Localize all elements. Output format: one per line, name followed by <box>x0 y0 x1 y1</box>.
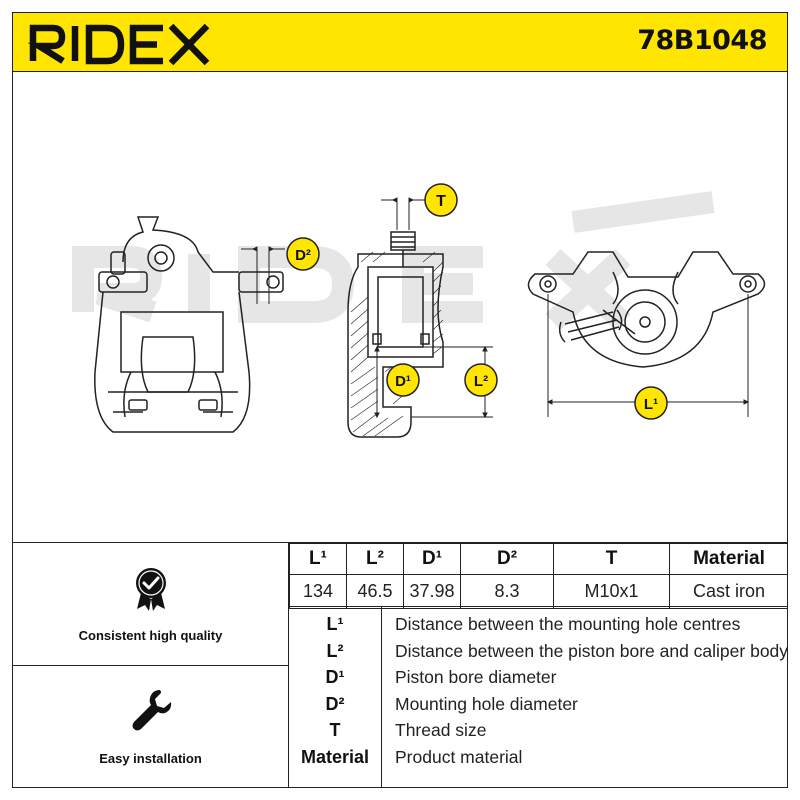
spec-header: L¹ <box>289 543 347 575</box>
legend-row: L¹ Distance between the mounting hole ce… <box>289 611 787 637</box>
caliper-drawing: D² <box>72 183 766 438</box>
l2-label: L² <box>474 373 488 390</box>
product-sheet: 78B1048 <box>12 12 788 788</box>
legend-text: Distance between the mounting hole centr… <box>395 614 741 634</box>
spec-value: Cast iron <box>669 574 787 609</box>
header-bar: 78B1048 <box>13 13 787 72</box>
spec-header: T <box>553 543 670 575</box>
check-badge-icon <box>133 567 169 616</box>
legend-key: Material <box>300 747 370 767</box>
legend-key: T <box>329 720 341 740</box>
legend-key: L¹ <box>326 614 344 634</box>
legend-text: Piston bore diameter <box>395 667 557 687</box>
d1-label: D¹ <box>395 373 411 390</box>
watermark-logo <box>72 191 715 331</box>
feature-label: Consistent high quality <box>78 628 223 643</box>
d2-dimension <box>241 246 285 304</box>
t-label: T <box>436 193 446 210</box>
legend-text: Mounting hole diameter <box>395 694 578 714</box>
l2-label-badge: L² <box>464 363 498 397</box>
legend-panel: L¹ Distance between the mounting hole ce… <box>289 606 788 787</box>
t-label-badge: T <box>424 183 458 217</box>
legend-row: D² Mounting hole diameter <box>289 691 787 717</box>
legend-row: L² Distance between the piston bore and … <box>289 638 788 664</box>
feature-quality: Consistent high quality <box>13 543 288 666</box>
d1-label-badge: D¹ <box>386 363 420 397</box>
legend-row: T Thread size <box>289 717 787 743</box>
legend-key: D² <box>325 694 345 714</box>
caliper-back-view <box>527 251 766 368</box>
spec-value: 134 <box>289 574 347 609</box>
brand-logo <box>27 18 217 71</box>
spec-value: 46.5 <box>346 574 404 609</box>
wrench-icon <box>130 688 172 737</box>
spec-header: D² <box>460 543 554 575</box>
d2-label-badge: D² <box>286 237 320 271</box>
spec-header: Material <box>669 543 787 575</box>
caliper-front-view <box>94 216 284 433</box>
legend-row: Material Product material <box>289 744 787 770</box>
legend-text: Distance between the piston bore and cal… <box>395 641 788 661</box>
feature-label: Easy installation <box>99 751 202 766</box>
legend-key: L² <box>326 641 344 661</box>
legend-text: Product material <box>395 747 523 767</box>
spec-header: D¹ <box>403 543 461 575</box>
features-panel: Consistent high quality Easy installatio… <box>13 543 289 787</box>
feature-installation: Easy installation <box>13 666 288 787</box>
spec-value: 8.3 <box>460 574 554 609</box>
info-section: Consistent high quality Easy installatio… <box>13 542 788 787</box>
ridex-logo-icon <box>27 23 210 66</box>
spec-value: 37.98 <box>403 574 461 609</box>
spec-value: M10x1 <box>553 574 670 609</box>
l1-label: L¹ <box>644 396 658 413</box>
spec-value-row: 134 46.5 37.98 8.3 M10x1 Cast iron <box>289 574 787 609</box>
t-dimension <box>381 197 427 230</box>
part-number: 78B1048 <box>637 25 767 56</box>
spec-header: L² <box>346 543 404 575</box>
spec-table: L¹ L² D¹ D² T Material 134 46.5 37.98 8.… <box>289 543 787 609</box>
legend-text: Thread size <box>395 720 487 740</box>
legend-divider <box>381 607 382 787</box>
l1-label-badge: L¹ <box>634 386 668 420</box>
spec-header-row: L¹ L² D¹ D² T Material <box>289 543 787 575</box>
legend-key: D¹ <box>325 667 345 687</box>
d1-l2-dimensions <box>374 345 493 419</box>
legend-row: D¹ Piston bore diameter <box>289 664 787 690</box>
technical-drawing: D² <box>13 72 787 542</box>
d2-label: D² <box>295 247 311 264</box>
